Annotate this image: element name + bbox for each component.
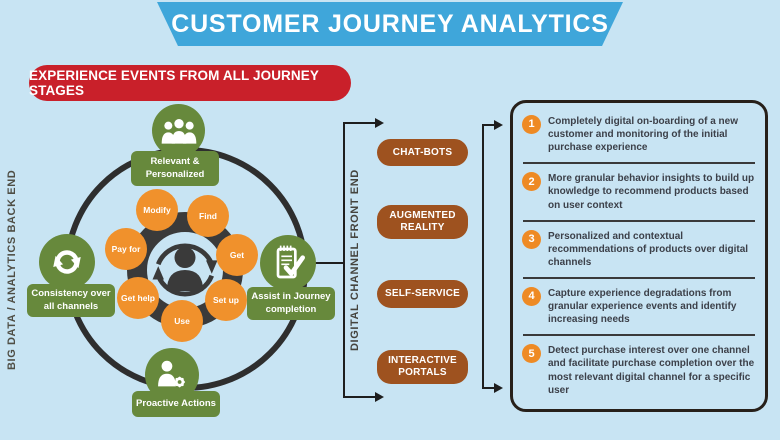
right-bracket-bottom-line — [482, 387, 496, 389]
assist-journey-circle — [260, 235, 316, 291]
sync-arrows-icon — [53, 250, 81, 274]
insight-text: More granular behavior insights to build… — [548, 173, 755, 211]
lifecycle-step-pay-for: Pay for — [105, 228, 147, 270]
divider — [523, 277, 755, 280]
left-bracket-line — [343, 122, 345, 398]
insight-number-badge: 3 — [522, 229, 541, 249]
title-banner: CUSTOMER JOURNEY ANALYTICS — [157, 2, 623, 46]
left-bracket-bottom-line — [343, 396, 376, 398]
arrow-icon — [494, 120, 503, 130]
front-end-axis-label: DIGITAL CHANNEL FRONT END — [349, 169, 361, 351]
insight-text: Detect purchase interest over one channe… — [548, 345, 755, 396]
consistency-circle — [39, 234, 95, 290]
relevant-personalized-circle — [152, 104, 205, 157]
insight-number-badge: 2 — [522, 172, 541, 192]
insight-item-2: 2 More granular behavior insights to bui… — [519, 170, 759, 214]
divider — [523, 219, 755, 222]
person-gear-icon — [158, 360, 185, 388]
arrow-icon — [375, 118, 384, 128]
right-bracket-top-line — [482, 124, 496, 126]
divider — [523, 334, 755, 337]
divider — [523, 162, 755, 165]
channel-chat-bots: CHAT-BOTS — [377, 139, 468, 166]
insight-item-1: 1 Completely digital on-boarding of a ne… — [519, 113, 759, 157]
subtitle-badge: EXPERIENCE EVENTS FROM ALL JOURNEY STAGE… — [29, 65, 351, 101]
people-group-icon — [161, 118, 196, 144]
lifecycle-step-set-up: Set up — [205, 279, 247, 321]
lifecycle-step-modify: Modify — [136, 189, 178, 231]
page-title: CUSTOMER JOURNEY ANALYTICS — [171, 9, 609, 38]
stage-label-consistency: Consistency over all channels — [27, 284, 115, 317]
back-end-axis-label: BIG DATA / ANALYTICS BACK END — [6, 169, 18, 371]
arrow-icon — [375, 392, 384, 402]
customer-cycle-icon — [152, 243, 218, 297]
channel-self-service: SELF-SERVICE — [377, 280, 468, 308]
lifecycle-step-find: Find — [187, 195, 229, 237]
lifecycle-step-get: Get — [216, 234, 258, 276]
left-bracket-top-line — [343, 122, 376, 124]
insight-text: Capture experience degradations from gra… — [548, 287, 737, 326]
stage-label-relevant-personalized: Relevant & Personalized — [131, 151, 219, 186]
lifecycle-step-get-help: Get help — [117, 277, 159, 319]
channel-augmented-reality: AUGMENTED REALITY — [377, 205, 468, 239]
insights-panel: 1 Completely digital on-boarding of a ne… — [510, 100, 768, 412]
insight-number-badge: 1 — [522, 114, 541, 134]
lifecycle-step-use: Use — [161, 300, 203, 342]
stage-label-assist-journey: Assist in Journey completion — [247, 287, 335, 320]
checklist-icon — [276, 245, 305, 279]
insight-text: Completely digital on-boarding of a new … — [548, 115, 739, 154]
insight-item-3: 3 Personalized and contextual recommenda… — [519, 228, 759, 272]
insight-number-badge: 4 — [522, 286, 541, 306]
right-bracket-line — [482, 124, 484, 389]
subtitle-text: EXPERIENCE EVENTS FROM ALL JOURNEY STAGE… — [29, 68, 319, 98]
channel-interactive-portals: INTERACTIVE PORTALS — [377, 350, 468, 384]
arrow-icon — [494, 383, 503, 393]
insight-text: Personalized and contextual recommendati… — [548, 230, 749, 268]
insight-item-4: 4 Capture experience degradations from g… — [519, 285, 759, 329]
insight-item-5: 5 Detect purchase interest over one chan… — [519, 342, 759, 399]
stage-label-proactive-actions: Proactive Actions — [132, 391, 220, 417]
insight-number-badge: 5 — [522, 344, 541, 364]
circle-to-bracket-connector — [315, 262, 344, 264]
